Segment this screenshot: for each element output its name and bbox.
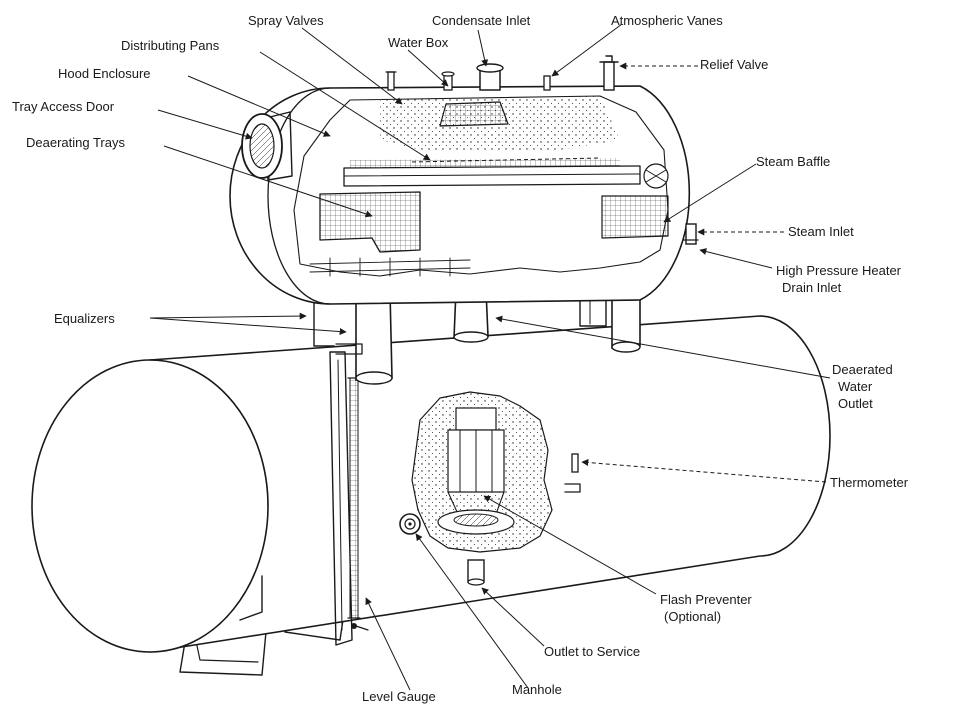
labels: Spray Valves Condensate Inlet Atmospheri… <box>12 13 909 704</box>
label-deaerated-water-outlet-2: Water <box>838 379 873 394</box>
steam-inlet <box>683 223 699 245</box>
water-box-nozzle <box>476 63 504 91</box>
label-deaerated-water-outlet-3: Outlet <box>838 396 873 411</box>
label-atmospheric-vanes: Atmospheric Vanes <box>611 13 723 28</box>
thermometer <box>564 453 581 493</box>
label-manhole: Manhole <box>512 682 562 697</box>
relief-valve <box>599 55 619 91</box>
label-steam-baffle: Steam Baffle <box>756 154 830 169</box>
label-relief-valve: Relief Valve <box>700 57 768 72</box>
label-hp-heater-drain-inlet-2: Drain Inlet <box>782 280 842 295</box>
spray-valve-nozzle <box>385 71 397 91</box>
leader-lines <box>149 23 831 691</box>
label-condensate-inlet: Condensate Inlet <box>432 13 531 28</box>
label-thermometer: Thermometer <box>830 475 909 490</box>
tray-access-door <box>241 111 293 181</box>
label-deaerated-water-outlet-1: Deaerated <box>832 362 893 377</box>
label-flash-preventer-2: (Optional) <box>664 609 721 624</box>
flash-preventer <box>411 391 553 553</box>
storage-tank <box>31 315 831 676</box>
label-spray-valves: Spray Valves <box>248 13 324 28</box>
deaerator-tank <box>229 55 699 305</box>
label-outlet-to-service: Outlet to Service <box>544 644 640 659</box>
label-deaerating-trays: Deaerating Trays <box>26 135 125 150</box>
label-flash-preventer-1: Flash Preventer <box>660 592 752 607</box>
label-equalizers: Equalizers <box>54 311 115 326</box>
label-distributing-pans: Distributing Pans <box>121 38 220 53</box>
level-gauge <box>347 377 369 631</box>
manhole <box>399 513 421 535</box>
label-hood-enclosure: Hood Enclosure <box>58 66 151 81</box>
outlet-to-service <box>467 559 485 586</box>
condensate-inlet-nozzle <box>441 71 455 91</box>
label-level-gauge: Level Gauge <box>362 689 436 704</box>
label-tray-access-door: Tray Access Door <box>12 99 115 114</box>
label-water-box: Water Box <box>388 35 449 50</box>
atmospheric-vanes-nozzle <box>543 75 551 91</box>
storage-tank-head <box>31 359 269 653</box>
label-steam-inlet: Steam Inlet <box>788 224 854 239</box>
label-hp-heater-drain-inlet-1: High Pressure Heater <box>776 263 902 278</box>
